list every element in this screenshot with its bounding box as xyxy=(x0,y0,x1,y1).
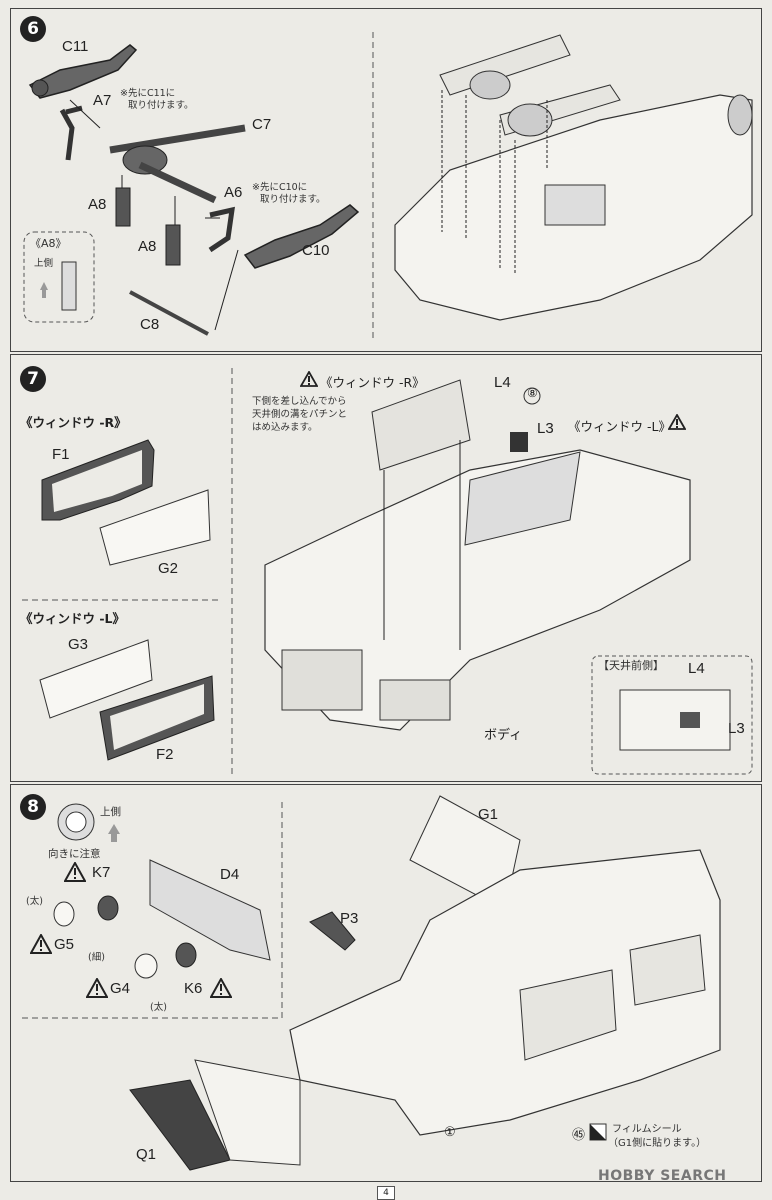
step-6-panel xyxy=(10,8,762,352)
step-6-number: 6 xyxy=(20,16,46,42)
watermark: HOBBY SEARCH xyxy=(598,1168,727,1184)
inset-a8-title: 《A8》 xyxy=(30,237,67,250)
part-label-l3: L3 xyxy=(537,420,554,437)
part-label-p3: P3 xyxy=(340,910,359,927)
part-label-l4: L4 xyxy=(494,374,511,391)
part-label-f1: F1 xyxy=(52,446,70,463)
warning-icon xyxy=(86,978,108,998)
part-label-g5: G5 xyxy=(54,936,75,953)
part-label-q1: Q1 xyxy=(136,1146,157,1163)
part-label-k6: K6 xyxy=(184,980,203,997)
warning-icon xyxy=(300,371,318,387)
part-label-circ1: ① xyxy=(444,1124,456,1139)
thin-label: (細) xyxy=(88,952,105,963)
note-a7-line1: ※先にC11に xyxy=(120,88,176,99)
thick-label-2: (太) xyxy=(150,1002,167,1013)
part-label-c7: C7 xyxy=(252,116,272,133)
inset-a8-up-label: 上側 xyxy=(34,258,54,269)
part-label-d4: D4 xyxy=(220,866,240,883)
part-label-k7: K7 xyxy=(92,864,111,881)
window-r-main-label: 《ウィンドウ -R》 xyxy=(320,375,425,390)
part-label-g1: G1 xyxy=(478,806,499,823)
inset-label-l3: L3 xyxy=(728,720,745,737)
step-7-panel xyxy=(10,354,762,782)
orientation-note: 向きに注意 xyxy=(48,848,101,860)
part-label-a7: A7 xyxy=(93,92,112,109)
part-label-c8: C8 xyxy=(140,316,160,333)
part-label-a6: A6 xyxy=(224,184,243,201)
inset-roof-front-title: 【天井前側】 xyxy=(598,659,664,672)
note-a6-line1: ※先にC10に xyxy=(252,182,308,193)
up-label: 上側 xyxy=(100,806,121,818)
warning-icon xyxy=(64,862,86,882)
step-8-number: 8 xyxy=(20,794,46,820)
step-7-number: 7 xyxy=(20,366,46,392)
part-label-circ45: ㊺ xyxy=(572,1127,586,1142)
inset-label-l4: L4 xyxy=(688,660,705,677)
page-number: 4 xyxy=(377,1186,395,1200)
warning-icon xyxy=(30,934,52,954)
film-seal-note: （G1側に貼ります。） xyxy=(608,1138,707,1149)
window-l-title: 《ウィンドウ -L》 xyxy=(20,611,126,626)
part-label-g3: G3 xyxy=(68,636,89,653)
note-line3: はめ込みます。 xyxy=(252,422,318,433)
film-seal-label: フィルムシール xyxy=(612,1124,682,1135)
part-label-c11: C11 xyxy=(62,38,89,55)
part-label-g4: G4 xyxy=(110,980,131,997)
part-label-a8-bottom: A8 xyxy=(138,238,157,255)
window-r-title: 《ウィンドウ -R》 xyxy=(20,415,127,430)
thick-label-1: (太) xyxy=(26,896,43,907)
note-line1: 下側を差し込んでから xyxy=(252,396,347,407)
step-8-panel xyxy=(10,784,762,1182)
note-a6-line2: 取り付けます。 xyxy=(260,194,326,205)
part-label-a8-top: A8 xyxy=(88,196,107,213)
part-label-circ8: ⑧ xyxy=(527,386,538,400)
window-l-main-label: 《ウィンドウ -L》 xyxy=(568,419,671,434)
part-label-g2: G2 xyxy=(158,560,179,577)
note-a7-line2: 取り付けます。 xyxy=(128,100,194,111)
part-label-f2: F2 xyxy=(156,746,174,763)
part-label-body: ボディ xyxy=(484,727,523,742)
warning-icon xyxy=(668,414,686,430)
part-label-c10: C10 xyxy=(302,242,330,259)
note-line2: 天井側の溝をパチンと xyxy=(252,409,348,420)
warning-icon xyxy=(210,978,232,998)
